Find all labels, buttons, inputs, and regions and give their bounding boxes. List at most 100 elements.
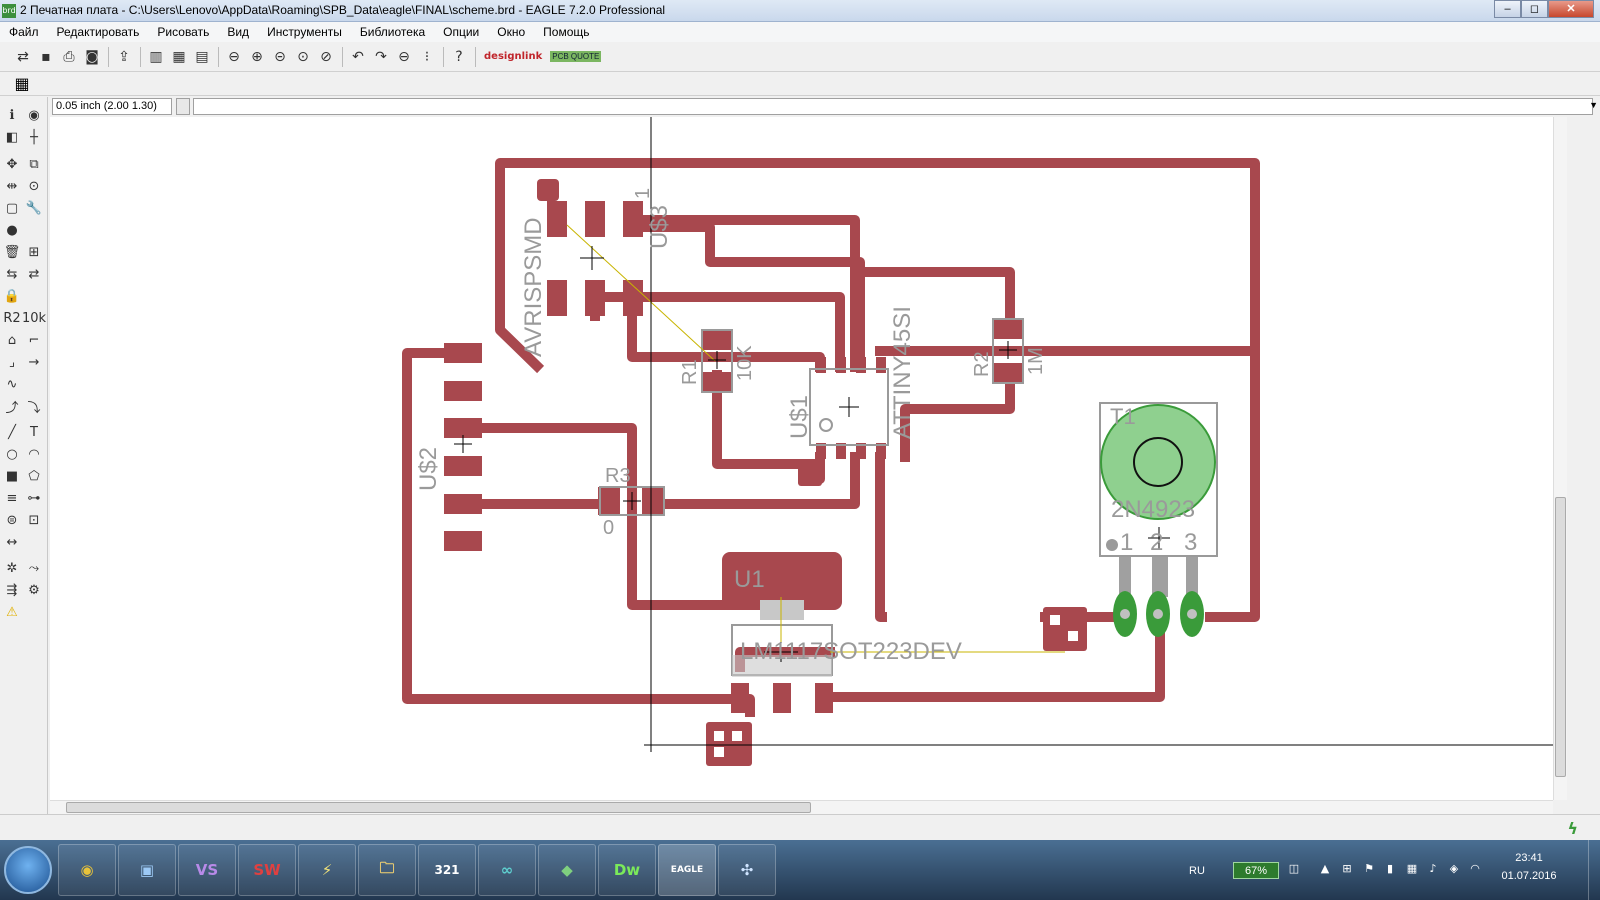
taskbar-arduino[interactable]: ∞ [478, 844, 536, 896]
hole-icon[interactable]: ⊜ [6, 512, 18, 528]
network-icon[interactable]: ▦ [1406, 862, 1418, 875]
change-icon[interactable]: 🔧 [25, 200, 43, 216]
menu-draw[interactable]: Рисовать [157, 25, 210, 39]
menu-library[interactable]: Библиотека [359, 25, 426, 39]
horizontal-scrollbar[interactable] [50, 800, 1553, 814]
camera-tray-icon[interactable]: ◫ [1288, 862, 1300, 875]
clock[interactable]: 23:41 01.07.2016 [1500, 849, 1558, 885]
taskbar-kicad[interactable]: ◆ [538, 844, 596, 896]
zoom-in-icon[interactable]: ⊕ [251, 48, 263, 65]
menu-window[interactable]: Окно [497, 25, 526, 39]
vertical-scrollbar[interactable] [1553, 117, 1567, 800]
print-icon[interactable]: ⎙ [63, 48, 75, 65]
zoom-fit-icon[interactable]: ⊖ [228, 48, 240, 65]
show-desktop-button[interactable] [1588, 840, 1600, 900]
pinswap-icon[interactable]: ⇄ [28, 266, 40, 282]
open-icon[interactable]: ⇄ [17, 48, 29, 65]
zoom-out-icon[interactable]: ⊝ [274, 48, 286, 65]
gamepad-icon[interactable]: ◈ [1449, 862, 1459, 875]
menu-help[interactable]: Помощь [543, 25, 590, 39]
info-icon[interactable]: ℹ [9, 107, 15, 123]
close-button[interactable]: ✕ [1548, 0, 1594, 18]
delete-icon[interactable]: 🗑 [3, 244, 21, 260]
horizontal-scroll-thumb[interactable] [66, 802, 811, 813]
add-icon[interactable]: ⊞ [28, 244, 40, 260]
show-icon[interactable]: ◉ [28, 107, 40, 123]
value-icon[interactable]: 10k [21, 310, 47, 326]
circle-icon[interactable]: ○ [6, 446, 18, 462]
via-icon[interactable]: ≡ [6, 490, 18, 506]
power-icon[interactable]: ▮ [1386, 862, 1394, 875]
group-icon[interactable]: ▢ [5, 200, 19, 216]
cam-icon[interactable]: ◙ [85, 48, 99, 65]
script-icon[interactable]: ▥ [149, 48, 163, 65]
board-icon[interactable]: ▤ [195, 48, 209, 65]
stop-icon[interactable]: ⊖ [398, 48, 410, 65]
pcb-quote-button[interactable]: PCB QUOTE [550, 51, 602, 62]
menu-tools[interactable]: Инструменты [267, 25, 342, 39]
zoom-select-icon[interactable]: ⊙ [297, 48, 309, 65]
lock-icon[interactable]: 🔒 [3, 288, 21, 304]
taskbar-dreamweaver[interactable]: Dw [598, 844, 656, 896]
menu-edit[interactable]: Редактировать [56, 25, 140, 39]
wire-icon[interactable]: ╱ [8, 424, 16, 440]
minimize-button[interactable]: ‒ [1494, 0, 1521, 18]
split-icon[interactable]: ⌟ [8, 354, 16, 370]
miter-icon[interactable]: ⌐ [28, 332, 40, 348]
taskbar-solidworks[interactable]: SW [238, 844, 296, 896]
vertical-scroll-thumb[interactable] [1555, 497, 1566, 777]
display-icon[interactable]: ◧ [5, 129, 19, 145]
ripup-icon[interactable]: ⤵ [27, 400, 41, 416]
polygon-icon[interactable]: ⬠ [28, 468, 40, 484]
action-center-icon[interactable]: ⚑ [1364, 862, 1374, 875]
ratsnest-icon[interactable]: ✲ [6, 560, 18, 576]
help-icon[interactable]: ? [455, 48, 463, 65]
undo-icon[interactable]: ↶ [352, 48, 364, 65]
taskbar-chrome[interactable]: ◉ [58, 844, 116, 896]
route-icon[interactable]: ⤴ [5, 400, 19, 416]
volume-icon[interactable]: ♪ [1429, 862, 1437, 875]
taskbar-project[interactable]: ✣ [718, 844, 776, 896]
sch-icon[interactable]: ▦ [172, 48, 186, 65]
taskbar-monitor[interactable]: ▣ [118, 844, 176, 896]
taskbar-eagle[interactable]: EAGLE [658, 844, 716, 896]
board-canvas[interactable]: U$3 AVRISPSMD 1 R1 10K U$1 ATTINY45SI R2… [50, 117, 1567, 800]
show-hidden-icon[interactable]: ▲ [1320, 862, 1330, 875]
save-icon[interactable]: ▪ [41, 48, 51, 65]
language-indicator[interactable]: RU [1189, 865, 1205, 877]
mirror-icon[interactable]: ⇹ [6, 178, 18, 194]
chevron-down-icon[interactable]: ▼ [1589, 100, 1598, 110]
text-icon[interactable]: T [30, 424, 38, 440]
autorouter-icon[interactable]: ⤳ [28, 560, 40, 576]
optimize-icon[interactable]: → [28, 354, 40, 370]
copy-icon[interactable]: ⧉ [29, 156, 39, 172]
windows-flag-icon[interactable]: ⊞ [1342, 862, 1352, 875]
taskbar-explorer[interactable]: 🗀 [358, 844, 416, 896]
maximize-button[interactable]: ◻ [1521, 0, 1548, 18]
warning-icon[interactable]: ⚠ [6, 604, 18, 620]
signal-icon[interactable]: ⊶ [27, 490, 41, 506]
menu-file[interactable]: Файл [9, 25, 39, 39]
meander-icon[interactable]: ∿ [6, 376, 18, 392]
rotate-icon[interactable]: ⊙ [28, 178, 40, 194]
start-button[interactable] [4, 846, 52, 894]
dimension-icon[interactable]: ↔ [6, 534, 18, 550]
drc-icon[interactable]: ⚙ [28, 582, 40, 598]
zoom-redraw-icon[interactable]: ⊘ [320, 48, 332, 65]
designlink-button[interactable]: designlink [484, 51, 543, 62]
replace-icon[interactable]: ⇆ [6, 266, 18, 282]
export-icon[interactable]: ⇪ [118, 48, 130, 65]
attribute-icon[interactable]: ⊡ [28, 512, 40, 528]
command-history-button[interactable] [176, 98, 190, 115]
menu-view[interactable]: Вид [227, 25, 250, 39]
taskbar-visual-studio[interactable]: VS [178, 844, 236, 896]
go-icon[interactable]: ⁝ [424, 48, 430, 65]
rect-icon[interactable]: ■ [5, 468, 19, 484]
go-lightning-icon[interactable]: ϟ [1567, 819, 1578, 838]
erc-icon[interactable]: ⇶ [6, 582, 18, 598]
redo-icon[interactable]: ↷ [375, 48, 387, 65]
smash-icon[interactable]: ⌂ [7, 332, 17, 348]
taskbar-media-player[interactable]: 321 [418, 844, 476, 896]
wifi-icon[interactable]: ◠ [1470, 862, 1480, 875]
battery-indicator[interactable]: 67% [1233, 862, 1279, 879]
